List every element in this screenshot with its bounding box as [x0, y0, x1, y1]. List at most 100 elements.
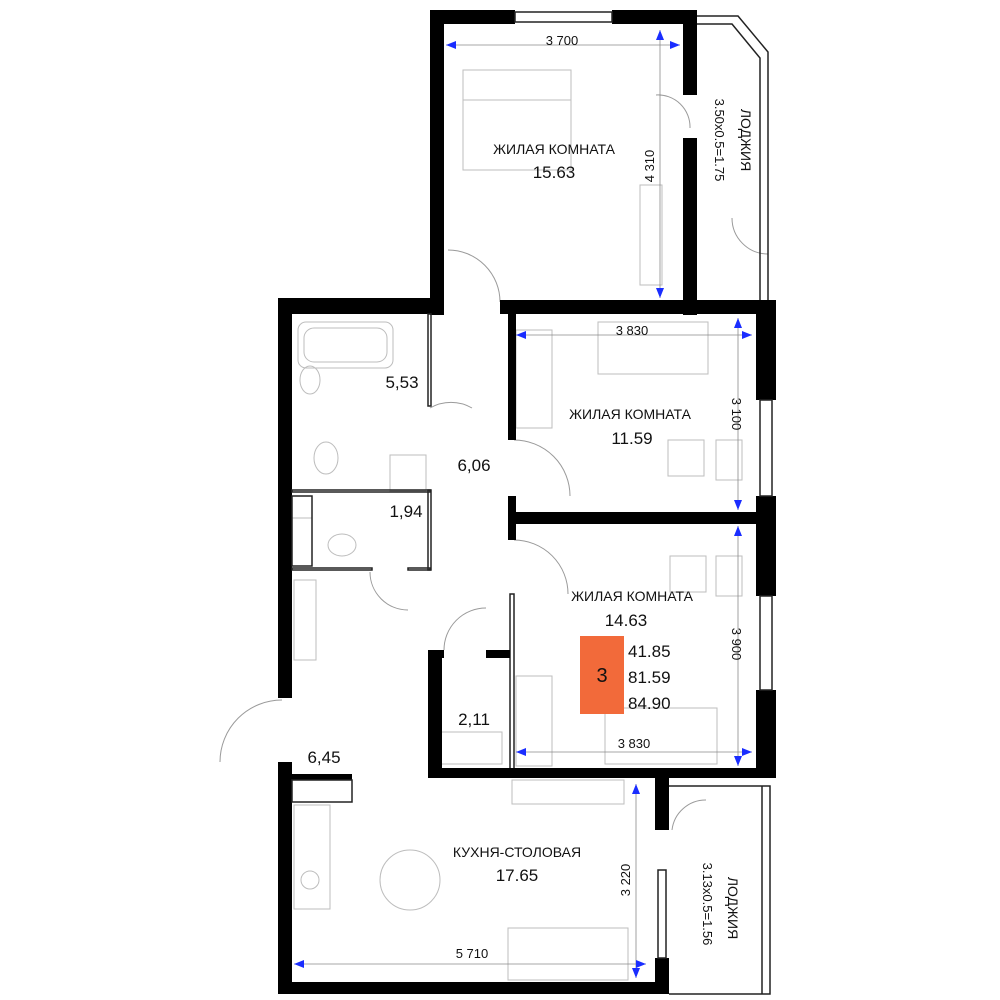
room-label-kitchen: КУХНЯ-СТОЛОВАЯ: [453, 844, 581, 860]
dim-label-kitchen-depth: 3 220: [618, 864, 633, 897]
window-top: [514, 11, 613, 23]
wall: [508, 314, 516, 440]
bathtub: [297, 321, 394, 369]
wc-sink: [291, 495, 313, 519]
wall: [278, 298, 444, 314]
dim-arrow: [294, 960, 304, 968]
dim-arrow: [656, 288, 664, 298]
bed-blanket: [462, 99, 572, 171]
loggia-1-outer: [697, 15, 769, 300]
desk-2: [715, 439, 743, 481]
window-right-2: [759, 399, 773, 497]
door-storage: [443, 607, 487, 651]
partition: [407, 567, 431, 571]
wardrobe-3: [515, 675, 553, 767]
door-loggia-2: [671, 799, 707, 831]
room-label-loggia-2: ЛОДЖИЯ: [725, 877, 741, 939]
kitchen-counter: [293, 804, 331, 910]
loggia-2-outline: [669, 785, 771, 995]
dim-arrow: [516, 331, 526, 339]
area-summary: 3 41.85 81.59 84.90: [580, 636, 671, 714]
wall: [756, 300, 776, 400]
dim-arrow: [742, 331, 752, 339]
window-right-3: [759, 595, 773, 691]
hall-cabinet: [293, 579, 317, 661]
wall: [500, 300, 776, 314]
bed-3: [604, 707, 718, 765]
dim-label-living-3-width: 3 830: [618, 736, 651, 751]
door-loggia-1: [655, 94, 691, 129]
wall: [278, 762, 292, 992]
shaft: [291, 495, 313, 567]
dim-arrow: [636, 960, 646, 968]
room-formula-loggia-1: 3.50х0.5=1.75: [712, 99, 727, 182]
dim-arrow: [734, 526, 742, 536]
partition: [427, 489, 432, 571]
dim-arrow: [632, 784, 640, 794]
wall: [278, 298, 292, 698]
rooms-count: 3: [596, 665, 607, 687]
room-labels: ЖИЛАЯ КОМНАТА 15.63 ЖИЛАЯ КОМНАТА 11.59 …: [307, 99, 754, 946]
room-formula-loggia-2: 3.13х0.5=1.56: [700, 863, 715, 946]
room-area-living-1: 15.63: [533, 163, 576, 182]
doors: [219, 94, 769, 831]
room-area-corridor: 6,06: [457, 456, 490, 475]
wall: [428, 768, 776, 778]
sink: [299, 365, 321, 395]
door-bedroom-2: [513, 439, 571, 497]
wall: [428, 650, 442, 774]
dimension-labels: 3 700 4 310 3 830 3 100 3 900 3 830 3 22…: [456, 33, 744, 961]
dim-label-kitchen-width: 5 710: [456, 946, 489, 961]
dim-arrow: [670, 41, 680, 49]
wall: [430, 10, 515, 24]
stove-burner: [300, 870, 320, 890]
wardrobe-2: [515, 329, 553, 429]
wc-toilet: [327, 533, 357, 557]
wall: [756, 496, 776, 596]
wall: [486, 650, 510, 658]
door-bedroom-1: [447, 249, 501, 303]
dim-arrow: [742, 748, 752, 756]
dim-arrow: [734, 318, 742, 328]
dim-label-living-3-depth: 3 900: [729, 628, 744, 661]
wall: [612, 10, 697, 24]
room-area-hall: 6,45: [307, 748, 340, 767]
door-wc: [369, 571, 409, 611]
living-area-value: 41.85: [628, 642, 671, 661]
wall: [655, 778, 669, 830]
dining-table: [379, 849, 441, 911]
dim-arrow: [734, 500, 742, 510]
wall: [756, 690, 776, 778]
wall: [655, 958, 669, 994]
dim-arrow: [656, 30, 664, 40]
dim-arrow: [632, 968, 640, 978]
dim-label-living-2-depth: 3 100: [729, 398, 744, 431]
dim-arrow: [446, 41, 456, 49]
wall: [508, 512, 776, 524]
partition: [509, 593, 515, 773]
dim-label-living-1-depth: 4 310: [642, 150, 657, 183]
room-label-living-3: ЖИЛАЯ КОМНАТА: [571, 588, 694, 604]
dim-label-living-2-width: 3 830: [616, 323, 649, 338]
room-area-living-3: 14.63: [605, 611, 648, 630]
wall: [430, 10, 444, 315]
door-bedroom-3: [513, 539, 569, 595]
door-loggia-1b: [731, 217, 769, 255]
wardrobe: [639, 184, 663, 286]
rooms-count-badge: [580, 636, 624, 714]
partition: [291, 489, 431, 493]
bed-2: [597, 321, 709, 375]
dimension-lines: [294, 30, 752, 978]
toilet: [313, 441, 339, 475]
sofa: [507, 927, 629, 981]
room-label-living-1: ЖИЛАЯ КОМНАТА: [493, 141, 616, 157]
wall: [428, 650, 444, 658]
bathtub-inner: [303, 327, 388, 363]
wall: [683, 138, 697, 315]
partition: [291, 567, 373, 571]
room-area-bathroom: 5,53: [385, 373, 418, 392]
room-area-living-2: 11.59: [611, 429, 652, 448]
wall: [683, 10, 697, 95]
wall: [278, 982, 668, 994]
